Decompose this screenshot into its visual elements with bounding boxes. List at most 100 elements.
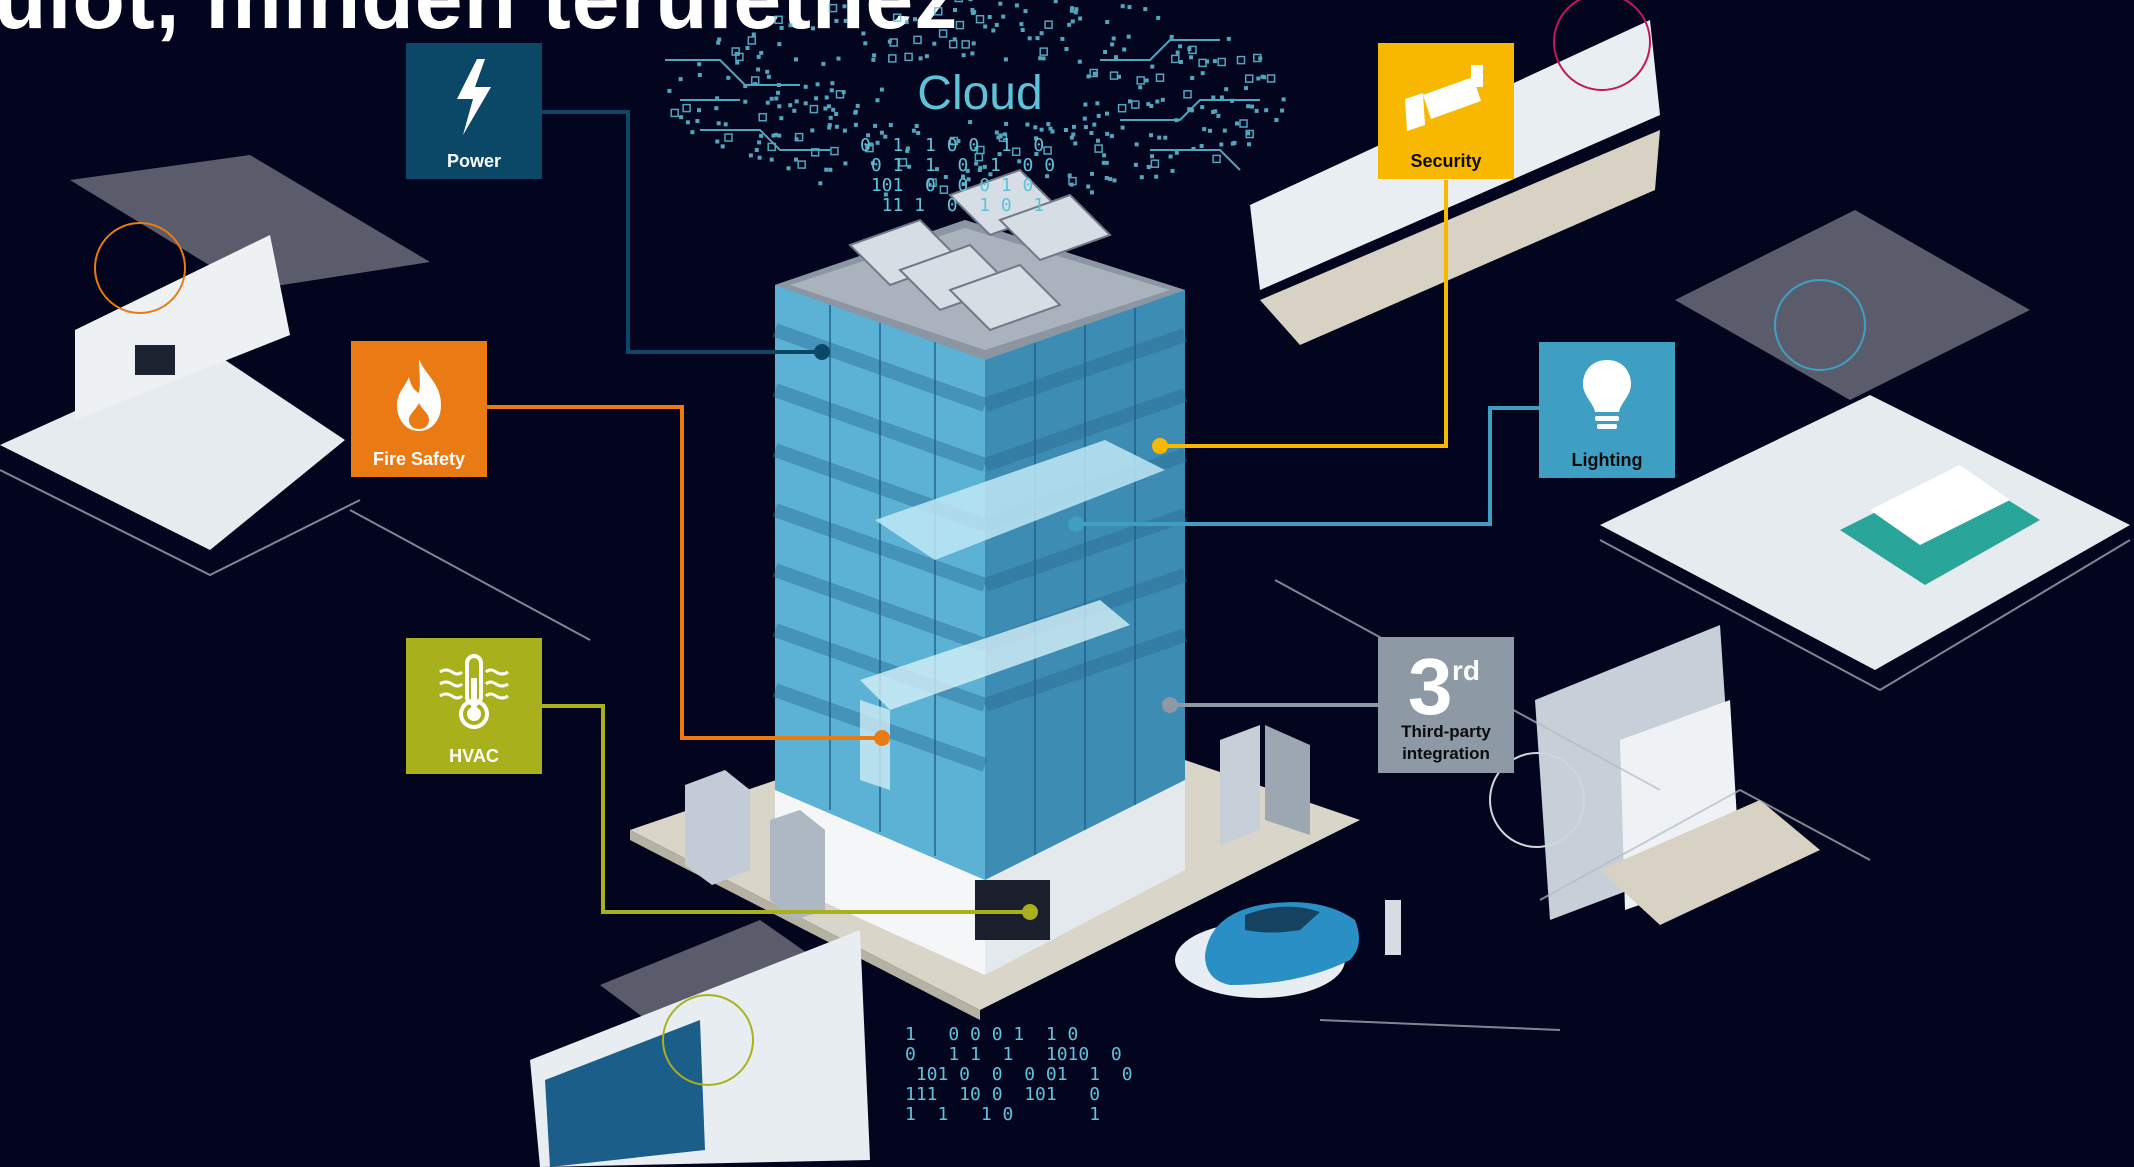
cloud-dot: [834, 18, 839, 23]
cloud-dot: [1095, 101, 1100, 106]
cloud-dot: [843, 18, 848, 23]
cloud-dot: [1246, 131, 1251, 136]
cloud-dot: [1253, 53, 1262, 63]
cloud-dot: [1219, 142, 1224, 147]
cloud-dot: [1101, 160, 1106, 165]
cloud-dot: [1136, 76, 1145, 85]
cloud-dot: [1170, 168, 1175, 173]
lighting-tile[interactable]: Lighting: [1539, 342, 1675, 478]
cloud-dot: [988, 172, 993, 177]
cloud-dot: [1213, 109, 1218, 114]
cloud-dot: [777, 133, 782, 138]
cloud-dot: [1071, 132, 1076, 137]
cloud-dot: [824, 95, 829, 100]
cloud-dot: [774, 15, 783, 25]
cloud-dot: [1074, 7, 1079, 12]
cloud-dot: [679, 115, 684, 120]
cloud-dot: [695, 119, 700, 123]
cloud-dot: [1072, 124, 1076, 129]
hvac-tile[interactable]: HVAC: [406, 638, 542, 774]
cloud-dot: [678, 77, 683, 82]
security-camera-icon: [1378, 55, 1514, 139]
cloud-dot: [1212, 154, 1221, 164]
cloud-dot: [913, 35, 922, 45]
cloud-dot: [1246, 104, 1251, 109]
cloud-dot: [756, 54, 761, 59]
cloud-dot: [1064, 47, 1069, 51]
cloud-dot: [1034, 136, 1039, 141]
cloud-dot: [968, 120, 973, 125]
cloud-dot: [815, 82, 820, 87]
fire-safety-tile[interactable]: Fire Safety: [351, 341, 487, 477]
cloud-dot: [955, 20, 965, 30]
third-suffix: rd: [1452, 655, 1480, 686]
hvac-label: HVAC: [449, 746, 499, 766]
cloud-dot: [1094, 144, 1103, 153]
cloud-dot: [834, 124, 839, 129]
ground-binary-text: 1 0 0 0 1 1 0 0 1 1 1 1010 0 101 0 0 0 0…: [905, 1024, 1133, 1125]
cloud-dot: [794, 99, 799, 104]
cloud-dot: [767, 142, 776, 152]
cloud-dot: [968, 0, 973, 2]
cloud-dot: [1175, 50, 1180, 55]
cloud-dot: [1105, 111, 1109, 116]
cloud-dot: [1053, 0, 1058, 4]
cloud-dot: [1096, 138, 1100, 143]
cloud-dot: [734, 51, 739, 56]
cloud-dot: [714, 106, 719, 111]
cloud-dot: [939, 185, 949, 194]
cloud-dot: [870, 161, 875, 166]
cloud-dot: [1256, 76, 1261, 81]
cloud-dot: [1128, 99, 1132, 104]
cloud-dot: [1211, 110, 1216, 114]
cloud-dot: [788, 103, 793, 108]
third-party-tile[interactable]: 3 rd Third-party integration: [1378, 637, 1514, 773]
light-bulb-icon: [1539, 354, 1675, 438]
cloud-dot: [758, 112, 767, 122]
cloud-dot: [1039, 31, 1044, 36]
cloud-dot: [994, 130, 999, 135]
cloud-dot: [1043, 146, 1052, 155]
cloud-dot: [879, 87, 884, 92]
cloud-dot: [998, 134, 1003, 139]
cloud-dot: [788, 23, 793, 28]
cloud-dot: [996, 135, 1001, 140]
cloud-dot: [824, 167, 829, 172]
power-tile[interactable]: Power: [406, 43, 542, 179]
cloud-dot: [1199, 144, 1204, 148]
cloud-dot: [1171, 54, 1180, 64]
cloud-dot: [1149, 133, 1153, 138]
page-title: ulot, minden területhez: [0, 0, 958, 49]
cloud-dot: [1156, 15, 1161, 20]
cloud-dot: [916, 131, 921, 135]
cloud-dot: [1264, 108, 1269, 113]
cloud-dot: [1224, 87, 1229, 92]
cloud-dot: [965, 168, 970, 173]
cloud-dot: [977, 168, 982, 172]
cloud-dot: [1090, 171, 1094, 176]
cloud-dot: [1067, 22, 1072, 27]
cloud-dot: [1001, 14, 1006, 19]
cloud-dot: [1083, 125, 1088, 130]
cloud-dot: [1226, 36, 1231, 41]
server-racks: [1220, 725, 1310, 845]
cloud-dot: [1023, 9, 1028, 14]
cloud-dot: [972, 10, 977, 15]
third-number: 3: [1408, 642, 1453, 731]
cloud-dot: [774, 132, 778, 137]
cloud-dot: [1048, 126, 1053, 131]
cloud-dot: [1208, 128, 1212, 133]
cloud-dot: [861, 31, 866, 36]
cloud-dot: [1102, 153, 1107, 158]
cloud-dot: [1111, 36, 1116, 41]
cloud-dot: [1092, 122, 1097, 127]
cloud-dot: [1039, 47, 1048, 56]
meeting-room: [1600, 210, 2130, 670]
cloud-dot: [834, 112, 839, 116]
cloud-dot: [1068, 176, 1077, 186]
lighting-label: Lighting: [1571, 450, 1643, 470]
cloud-dot: [928, 178, 937, 187]
cloud-dot: [961, 182, 966, 187]
cloud-dot: [1211, 95, 1216, 100]
security-tile[interactable]: Security: [1378, 43, 1514, 179]
